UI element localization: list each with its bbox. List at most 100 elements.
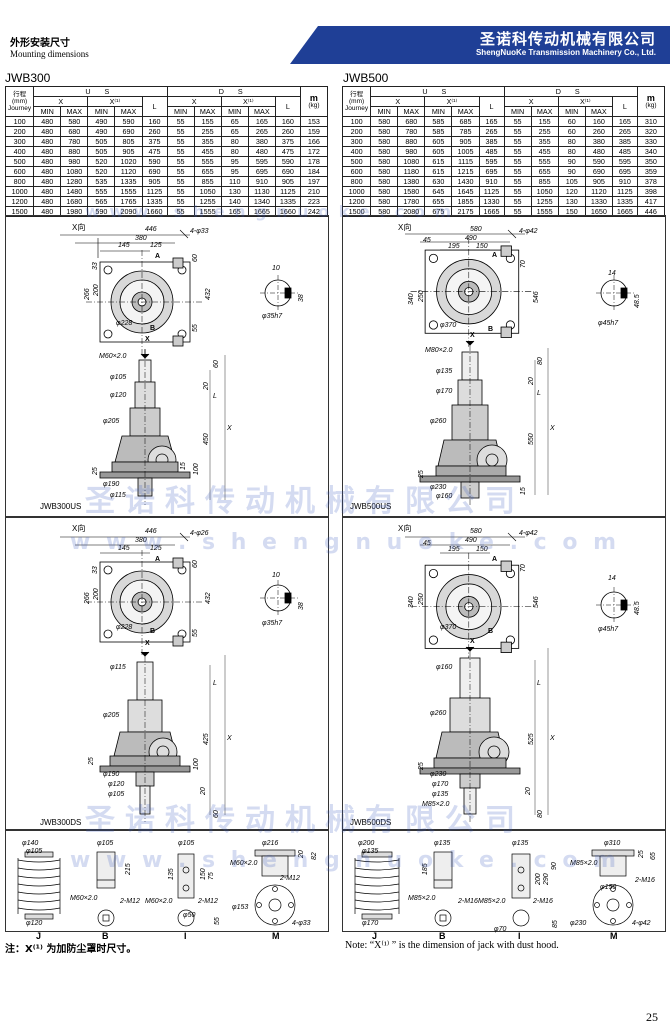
j-phi120: φ120 (26, 920, 43, 927)
dim-266: 266 (84, 592, 91, 604)
m-thread: M85×2.0 (570, 860, 598, 867)
label-x: X (470, 332, 475, 339)
dim-15: 15 (520, 487, 527, 495)
footnote-zh: 注：X⁽¹⁾ 为加防尘罩时尺寸。 (5, 944, 137, 955)
dim-phi205: φ205 (103, 712, 120, 719)
dim-phi105: φ105 (108, 791, 125, 798)
dim-phi170: φ170 (436, 388, 453, 395)
dim-phi135: φ135 (436, 368, 453, 375)
key-14: 14 (608, 575, 616, 582)
dim-holes: 4-φ26 (190, 530, 209, 537)
i-85: 85 (552, 920, 559, 928)
dim-446: 446 (145, 528, 157, 535)
dim-125: 125 (150, 242, 162, 249)
section-label-b: B (439, 931, 446, 941)
key-38: 38 (298, 294, 305, 302)
b-2m16: 2-M16 (458, 898, 478, 905)
dim-holes: 4-φ33 (190, 228, 209, 235)
i-thread: M60×2.0 (145, 898, 173, 905)
stroke-journey: Journey (345, 105, 369, 112)
i-135: 135 (168, 868, 175, 880)
dim-33: 33 (92, 566, 99, 574)
dim-phi115: φ115 (110, 664, 126, 671)
col-header-stroke: 行程(mm)Journey (4, 86, 35, 117)
mass-m: m (309, 92, 318, 103)
m-phi310: φ310 (604, 840, 621, 847)
table-cell: 2090 (114, 206, 143, 217)
m-25: 25 (638, 850, 645, 858)
label-b: B (150, 325, 156, 332)
i-2m12: 2-M12 (198, 898, 218, 905)
m-phi230: φ230 (570, 920, 587, 927)
label-x-dim: X (227, 735, 232, 742)
mass-kg: (kg) (308, 101, 320, 109)
label-x-dim: X (550, 735, 555, 742)
section-label-m: M (610, 931, 618, 941)
section-title-en: Mounting dimensions (10, 49, 89, 59)
dim-380: 380 (135, 537, 147, 544)
section-label-m: M (272, 931, 280, 941)
dim-60: 60 (192, 254, 199, 262)
dim-55: 55 (192, 629, 199, 637)
i-55: 55 (214, 917, 221, 925)
m-phi216: φ216 (262, 840, 279, 847)
x-view-label: X向 (72, 524, 86, 533)
i-90: 90 (551, 862, 558, 870)
dim-phi135: φ135 (432, 791, 449, 798)
company-name-en: ShengNuoKe Transmission Machinery Co., L… (475, 48, 656, 57)
dim-490: 490 (465, 537, 477, 544)
m-2m16: 2-M16 (635, 877, 655, 884)
dim-phi370: φ370 (440, 322, 457, 329)
dim-33: 33 (92, 262, 99, 270)
label-l: L (213, 680, 217, 687)
page-header: 外形安装尺寸 Mounting dimensions 圣诺科传动机械有限公司 S… (0, 0, 670, 64)
b-thread: M60×2.0 (70, 895, 98, 902)
drawing-title-jwb500us: JWB500US (350, 502, 392, 511)
shaft-45h7: φ45h7 (598, 320, 619, 327)
dim-phi160: φ160 (436, 664, 453, 671)
page-number: 25 (646, 1010, 658, 1024)
drawing-panel-jwb300us (5, 215, 329, 517)
thread-m60: M60×2.0 (99, 353, 127, 360)
label-l: L (537, 390, 541, 397)
drawing-panel-jwb300ds (5, 517, 329, 830)
dim-546: 546 (533, 596, 540, 608)
m-82: 82 (311, 852, 318, 860)
dim-550: 550 (528, 433, 535, 445)
dim-80: 80 (537, 357, 544, 365)
dim-25: 25 (418, 762, 425, 770)
b-phi135: φ135 (434, 840, 451, 847)
dim-450: 450 (203, 433, 210, 445)
table-cell: 1500 (4, 206, 35, 217)
dim-266: 266 (84, 288, 91, 300)
dim-580: 580 (470, 226, 482, 233)
footnote-en: Note: “X⁽¹⁾ ” is the dimension of jack w… (345, 940, 559, 951)
b-185: 185 (422, 863, 429, 875)
thread-m80: M80×2.0 (425, 347, 453, 354)
dim-425: 425 (203, 733, 210, 745)
dim-phi115: φ115 (110, 492, 126, 499)
b-phi105: φ105 (97, 840, 114, 847)
m-phi153: φ153 (232, 904, 249, 911)
table-cell: 1665 (247, 206, 276, 217)
m-holes: 4-φ33 (292, 920, 311, 927)
shaft-35h7: φ35h7 (262, 620, 283, 627)
dim-380: 380 (135, 235, 147, 242)
i-2m16: 2-M16 (533, 898, 553, 905)
dim-phi170: φ170 (432, 781, 449, 788)
label-x: X (470, 638, 475, 645)
dim-phi160: φ160 (436, 493, 453, 500)
dim-546: 546 (533, 291, 540, 303)
dim-490: 490 (465, 235, 477, 242)
dim-80: 80 (537, 810, 544, 818)
drawing-panel-accessories-500 (342, 830, 666, 932)
company-banner (290, 26, 670, 64)
label-x: X (145, 640, 150, 647)
dim-250: 250 (418, 290, 425, 302)
dim-70: 70 (520, 260, 527, 268)
label-x: X (145, 336, 150, 343)
